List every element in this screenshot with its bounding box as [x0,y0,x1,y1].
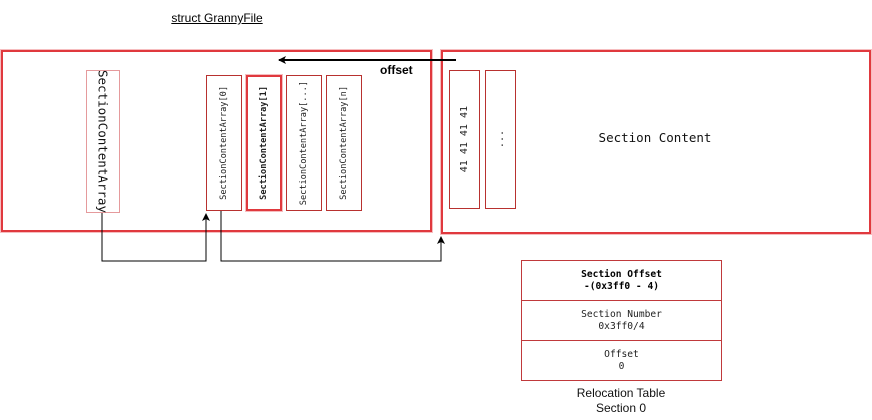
caption-line-1: Relocation Table [576,386,666,400]
offset-label: offset [380,63,413,77]
array-item-0[interactable]: SectionContentArray[0] [206,75,242,211]
reloc-row-title: Section Number [581,308,662,320]
caption-line-2: Section 0 [595,401,647,415]
relocation-table-caption: Relocation Table Section 0 [541,386,701,416]
array-item-label: SectionContentArray[1] [259,86,269,200]
array-item-label: SectionContentArray[0] [219,86,229,200]
reloc-row-offset[interactable]: Offset 0 [522,341,721,381]
bytes-cell[interactable]: 41 41 41 41 [449,70,480,209]
reloc-row-value: 0 [618,361,625,372]
array-item-label: SectionContentArray[n] [339,86,349,200]
section-content-array-label: SectionContentArray [95,70,111,213]
diagram-title: struct GrannyFile [171,11,263,25]
ellipsis-cell-label: ... [495,130,506,149]
bytes-cell-label: 41 41 41 41 [459,106,470,173]
relocation-table: Section Offset -(0x3ff0 - 4) Section Num… [521,260,722,381]
section-content-label: Section Content [598,130,712,145]
array-item-label: SectionContentArray[...] [299,80,309,206]
reloc-row-section-offset[interactable]: Section Offset -(0x3ff0 - 4) [522,261,721,301]
array-item-1-highlighted[interactable]: SectionContentArray[1] [246,75,282,211]
ellipsis-cell[interactable]: ... [485,70,516,209]
reloc-row-value: 0x3ff0/4 [598,320,645,332]
reloc-row-title: Offset [604,349,639,360]
reloc-row-section-number[interactable]: Section Number 0x3ff0/4 [522,301,721,341]
reloc-row-title: Section Offset [581,268,662,280]
section-content-array-node[interactable]: SectionContentArray [86,70,120,213]
reloc-row-value: -(0x3ff0 - 4) [583,280,660,292]
array-item-n[interactable]: SectionContentArray[n] [326,75,362,211]
array-item-ellipsis[interactable]: SectionContentArray[...] [286,75,322,211]
